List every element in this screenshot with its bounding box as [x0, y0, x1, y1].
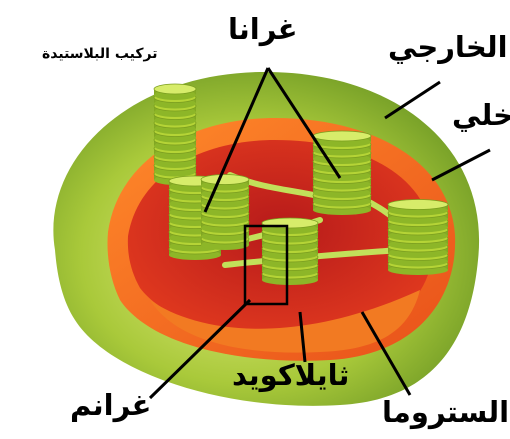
label-thylakoid: ثايلاكويد: [232, 358, 349, 392]
thylakoid-disc: [388, 200, 448, 210]
granum-stack-center: [262, 218, 318, 285]
label-inner-membrane: خلي: [452, 98, 510, 132]
label-granum: غرانم: [70, 388, 151, 422]
label-grana: غرانا: [228, 12, 298, 46]
granum-stack-center-left: [201, 175, 249, 251]
granum-stack-upper-right: [313, 131, 371, 215]
thylakoid-disc: [154, 84, 196, 94]
label-outer-membrane: الخارجي: [388, 30, 508, 64]
arrow-outer: [385, 82, 440, 118]
thylakoid-disc: [201, 175, 249, 185]
granum-stack-top-left: [154, 84, 196, 185]
thylakoid-disc: [313, 131, 371, 141]
diagram-title: تركيب البلاستيدة: [42, 46, 157, 62]
label-stroma: الستروما: [382, 395, 509, 429]
granum-stack-right: [388, 200, 448, 276]
